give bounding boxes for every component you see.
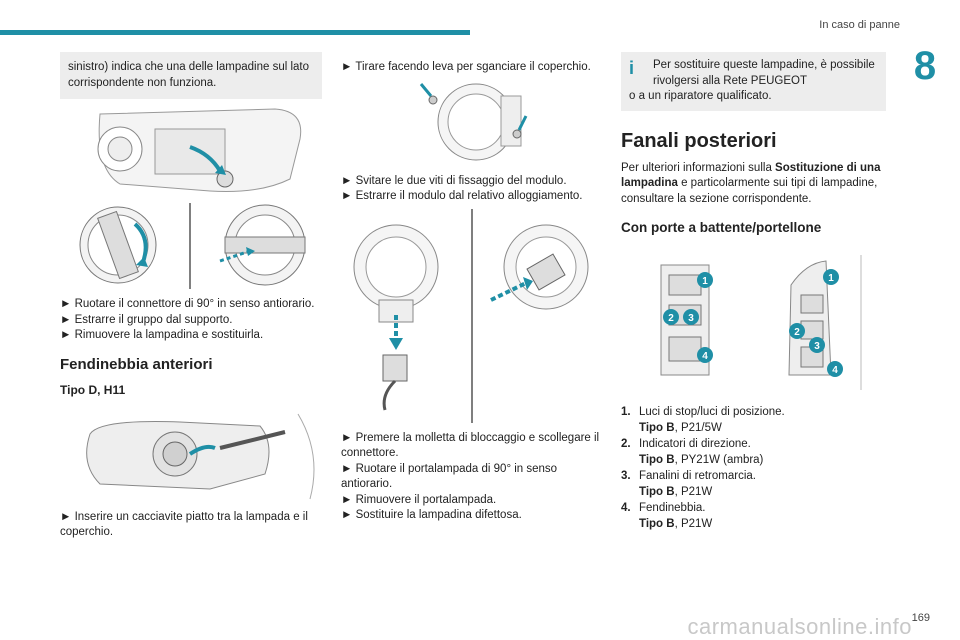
header-accent-bar: [0, 30, 470, 35]
callout-3: 3: [688, 313, 694, 324]
info-text-line1: Per sostituire queste lampadine, è possi…: [653, 59, 875, 87]
step-rotate-lampholder: Ruotare il portalampada di 90° in senso …: [341, 462, 603, 493]
step-insert-screwdriver: Inserire un cacciavite piatto tra la lam…: [60, 510, 322, 541]
fog-lights-heading: Fendinebbia anteriori: [60, 355, 213, 373]
intro-box: sinistro) indica che una delle lampadine…: [60, 52, 322, 99]
fog-light-cover-illustration: [86, 413, 315, 499]
list-item: 1. Luci di stop/luci di posizione.Tipo B…: [621, 406, 785, 434]
callout-4: 4: [702, 351, 708, 362]
callout-3b: 3: [814, 341, 820, 352]
callout-4b: 4: [832, 365, 838, 376]
list-item: 2. Indicatori di direzione.Tipo B, PY21W…: [621, 438, 764, 466]
step-lever-cover: Tirare facendo leva per sganciare il cop…: [341, 60, 603, 76]
step-unscrew-module: Svitare le due viti di fissaggio del mod…: [341, 174, 603, 190]
page-number: 169: [911, 611, 930, 624]
step-extract-group: Estrarre il gruppo dal supporto.: [60, 313, 322, 329]
bulb-list: 1. Luci di stop/luci di posizione.Tipo B…: [621, 405, 886, 532]
step-extract-module: Estrarre il modulo dal relativo alloggia…: [341, 189, 603, 205]
callout-1b: 1: [828, 273, 834, 284]
callout-1: 1: [702, 276, 708, 287]
connector-removal-illustration: [353, 208, 589, 423]
info-icon: i: [629, 58, 635, 78]
callout-2b: 2: [794, 327, 800, 338]
callout-2: 2: [668, 313, 674, 324]
connector-rotation-illustration: [79, 203, 306, 289]
doors-heading: Con porte a battente/portellone: [621, 220, 822, 235]
info-text-line2: o a un riparatore qualificato.: [629, 90, 772, 102]
section-title: In caso di panne: [819, 19, 900, 31]
fog-lights-type: Tipo D, H11: [60, 382, 126, 397]
chapter-number: 8: [913, 44, 937, 88]
headlight-illustration: [97, 108, 302, 192]
step-replace-faulty-bulb: Sostituire la lampadina difettosa.: [341, 508, 603, 524]
info-box: i Per sostituire queste lampadine, è pos…: [621, 52, 886, 111]
step-replace-bulb: Rimuovere la lampadina e sostituirla.: [60, 328, 322, 344]
step-rotate-connector: Ruotare il connettore di 90° in senso an…: [60, 297, 322, 313]
list-item: 4. Fendinebbia.Tipo B, P21W: [621, 502, 713, 530]
rear-light-cluster-illustration: 1 2 3 4 1 2 3 4: [660, 255, 862, 390]
intro-text: sinistro) indica che una delle lampadine…: [68, 61, 310, 89]
column-1: sinistro) indica che una delle lampadine…: [60, 52, 322, 541]
column-3: i Per sostituire queste lampadine, è pos…: [621, 52, 886, 533]
step-remove-lampholder: Rimuovere il portalampada.: [341, 493, 603, 509]
step-press-clip: Premere la molletta di bloccaggio e scol…: [341, 431, 603, 462]
list-item: 3. Fanalini di retromarcia.Tipo B, P21W: [621, 470, 756, 498]
rear-lights-heading: Fanali posteriori: [621, 129, 777, 152]
fog-light-module-illustration: [419, 82, 528, 160]
watermark: carmanualsonline.info: [687, 613, 912, 639]
column-2: Tirare facendo leva per sganciare il cop…: [341, 52, 603, 524]
rear-lights-intro: Per ulteriori informazioni sulla Sostitu…: [621, 161, 881, 205]
